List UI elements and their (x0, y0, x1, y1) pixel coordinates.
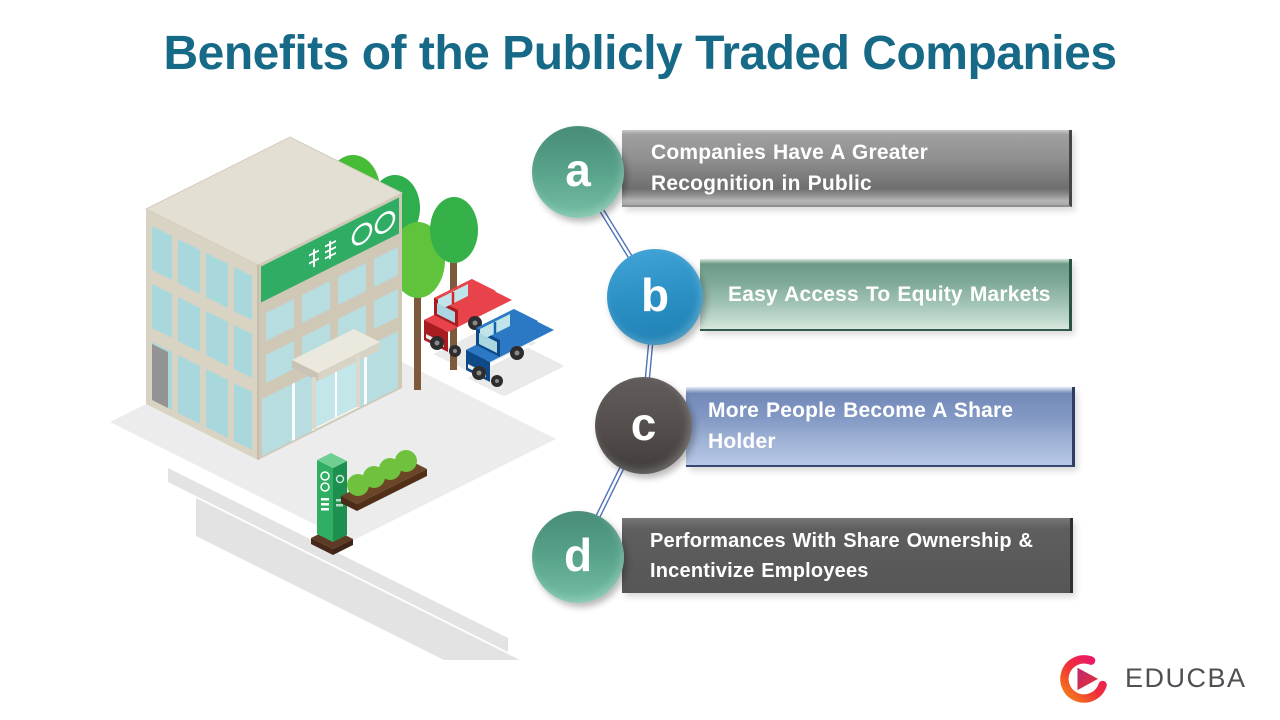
benefit-bar-d: Performances With Share Ownership & Ince… (622, 518, 1073, 593)
pillar-signboard (311, 453, 353, 555)
curb-strip (168, 468, 508, 652)
road-strip (196, 498, 520, 660)
sign-glyph (325, 240, 336, 260)
benefit-label-d: Performances With Share Ownership & Ince… (650, 529, 1034, 582)
educba-logo: EDUCBA (1056, 645, 1247, 711)
benefit-marker-d: d (532, 511, 624, 603)
red-car (424, 279, 512, 357)
side-door (152, 344, 168, 408)
office-building-illustration (110, 136, 563, 660)
office-building (144, 136, 404, 460)
benefit-bar-a: Companies Have A Greater Recognition in … (622, 130, 1072, 207)
benefit-label-a: Companies Have A Greater Recognition in … (651, 140, 929, 195)
benefit-marker-a: a (532, 126, 624, 218)
tree-4 (430, 197, 478, 263)
educba-logo-text: EDUCBA (1125, 662, 1247, 693)
tree-trunk (414, 290, 421, 390)
play-icon (1077, 667, 1098, 691)
benefit-marker-b: b (607, 249, 703, 345)
hedge-planter (341, 450, 427, 511)
benefit-letter-a: a (565, 144, 591, 196)
sign-glyph (309, 248, 319, 268)
benefit-bar-c: More People Become A Share Holder (686, 387, 1075, 467)
building-roof (144, 136, 404, 266)
educba-e-play-icon (1060, 655, 1108, 703)
building-left-face (146, 209, 258, 460)
benefit-letter-d: d (563, 529, 593, 581)
page-title: Benefits of the Publicly Traded Companie… (163, 27, 1117, 80)
benefit-label-c: More People Become A Share Holder (708, 399, 1014, 453)
benefit-bar-b: Easy Access To Equity Markets (700, 259, 1072, 331)
benefit-letter-b: b (640, 269, 670, 321)
entrance-canopy (292, 329, 380, 429)
benefit-letter-c: c (630, 397, 657, 450)
rooftop-sign (261, 197, 399, 303)
parking-spot-2 (460, 344, 563, 400)
benefit-marker-c: c (595, 377, 692, 474)
blue-car (466, 309, 554, 387)
benefit-label-b: Easy Access To Equity Markets (728, 282, 1051, 306)
